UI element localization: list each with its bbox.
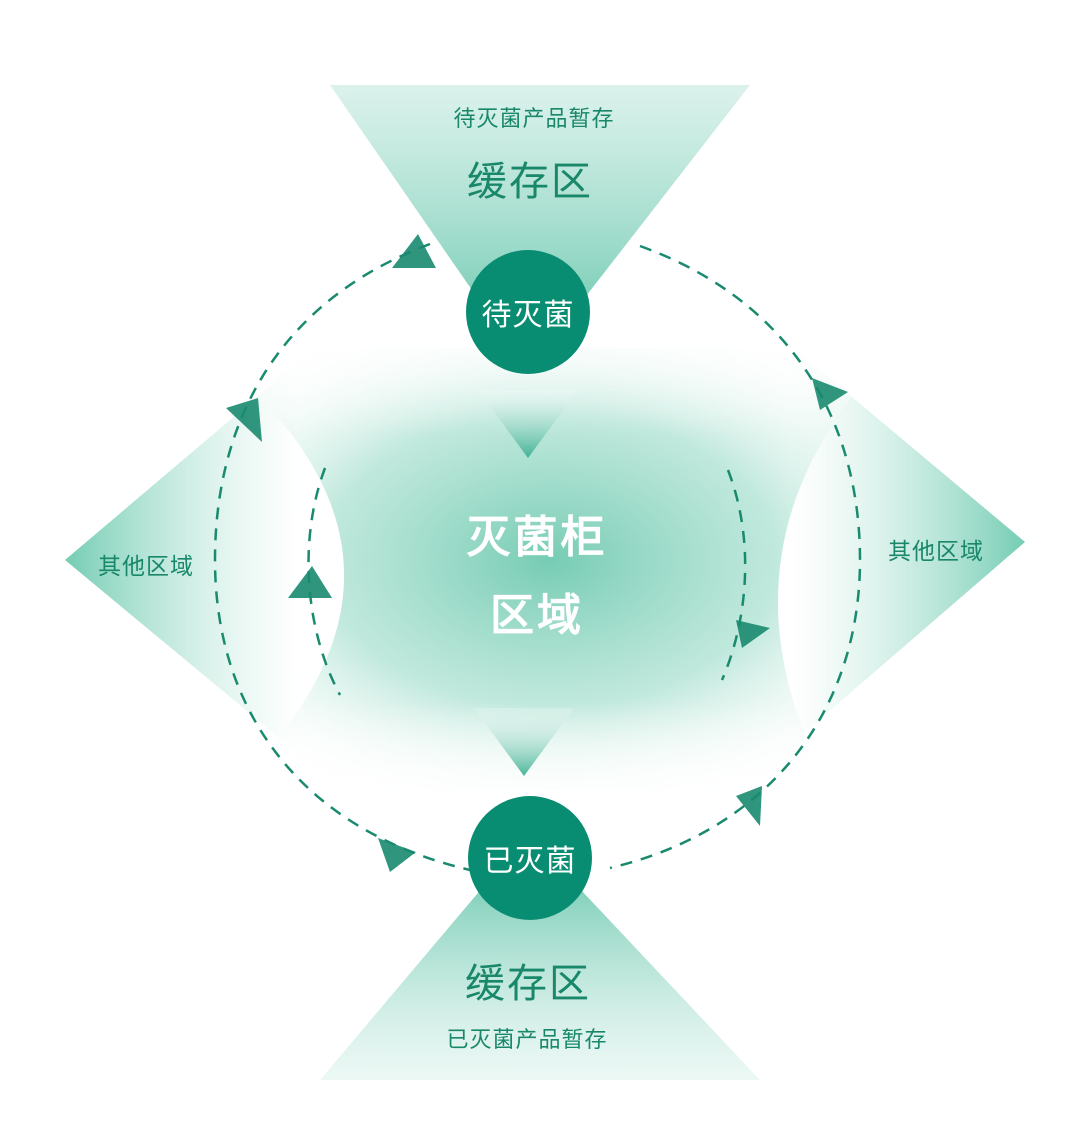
before-sterilization-label: 待灭菌 — [481, 298, 575, 333]
right-region-label: 其他区域 — [888, 539, 984, 565]
arrowhead-inner-left — [288, 566, 332, 598]
right-inner-dashed-path — [720, 469, 747, 681]
top-buffer-subtitle: 待灭菌产品暂存 — [453, 107, 615, 132]
sterilizer-region-label-line1: 灭菌柜 — [466, 512, 608, 563]
bottom-buffer-subtitle: 已灭菌产品暂存 — [446, 1028, 608, 1053]
top-buffer-funnel — [330, 85, 750, 345]
arrowhead-left-top — [392, 234, 436, 268]
after-sterilization-node: 已灭菌 — [468, 796, 592, 920]
bottom-buffer-title: 缓存区 — [465, 961, 591, 1007]
bottom-buffer-funnel — [320, 855, 760, 1080]
arrowhead-left-mid — [226, 398, 262, 442]
left-outer-dashed-path — [213, 242, 471, 872]
right-region-arrow — [790, 345, 1025, 745]
sterilizer-region-label-line2: 区域 — [490, 590, 584, 641]
left-region-label: 其他区域 — [98, 554, 194, 580]
top-buffer-title: 缓存区 — [467, 159, 593, 205]
left-inner-dashed-path — [307, 467, 342, 696]
down-arrow-bottom — [474, 708, 574, 776]
before-sterilization-node: 待灭菌 — [466, 250, 590, 374]
left-region-arrow — [65, 365, 300, 755]
arrowhead-left-bottom — [378, 838, 416, 872]
arrowhead-right-bottom — [736, 786, 762, 826]
arrowhead-inner-right — [736, 620, 770, 648]
after-sterilization-label: 已灭菌 — [483, 844, 577, 879]
down-arrow-top — [478, 390, 578, 458]
right-outer-dashed-path — [609, 244, 862, 870]
arrowhead-right-top — [812, 378, 848, 410]
